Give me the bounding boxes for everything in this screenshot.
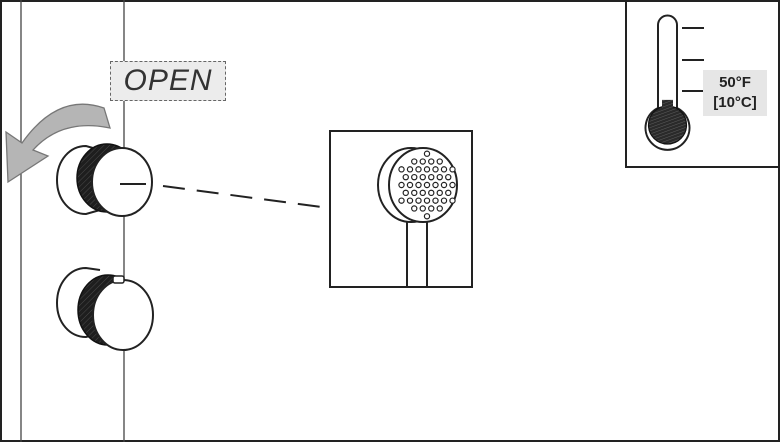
- nozzle-dot: [419, 205, 426, 212]
- nozzle-dot: [432, 181, 439, 189]
- nozzle-dot: [398, 181, 405, 189]
- nozzle-dot: [445, 189, 452, 197]
- nozzle-dot: [440, 197, 448, 204]
- nozzle-dot: [440, 181, 448, 189]
- nozzle-dot: [436, 205, 443, 212]
- nozzle-dot: [423, 166, 431, 173]
- nozzle-dot: [406, 166, 414, 173]
- hand-shower-icon: [377, 147, 458, 287]
- temperature-label: 50°F [10°C]: [703, 70, 767, 116]
- callout-leader-line: [162, 185, 330, 209]
- thermometer-icon: [644, 14, 704, 151]
- nozzle-dot: [402, 173, 409, 181]
- nozzle-dot: [423, 213, 431, 220]
- lower-knob[interactable]: [55, 266, 154, 351]
- nozzle-dot: [415, 181, 422, 189]
- nozzle-dot: [411, 158, 418, 165]
- temperature-celsius: [10°C]: [713, 94, 757, 111]
- upper-knob[interactable]: [55, 143, 153, 217]
- open-label: OPEN: [110, 61, 226, 101]
- nozzle-dot: [428, 189, 435, 197]
- nozzle-dot: [419, 158, 426, 165]
- nozzle-dot: [419, 189, 426, 197]
- nozzle-dot: [415, 166, 422, 173]
- nozzle-dot: [406, 197, 414, 204]
- nozzle-dot: [445, 173, 452, 181]
- nozzle-dot: [411, 205, 418, 212]
- nozzle-dot: [423, 150, 431, 157]
- nozzle-dot: [402, 189, 409, 197]
- thermometer-fill: [662, 99, 673, 121]
- nozzle-dot: [440, 166, 448, 173]
- nozzle-dot: [436, 173, 443, 181]
- nozzle-dot: [415, 197, 422, 204]
- nozzle-dot: [398, 166, 405, 173]
- nozzle-dot: [436, 158, 443, 165]
- nozzle-dot: [449, 197, 456, 204]
- nozzle-dot: [436, 189, 443, 197]
- nozzle-dot: [428, 158, 435, 165]
- nozzle-dot: [449, 181, 456, 189]
- spray-nozzles: [398, 150, 456, 220]
- nozzle-dot: [411, 173, 418, 181]
- nozzle-dot: [432, 166, 439, 173]
- nozzle-dot: [419, 173, 426, 181]
- nozzle-dot: [428, 205, 435, 212]
- counterclockwise-arrow-icon: [5, 103, 111, 184]
- temperature-fahrenheit: 50°F: [719, 74, 751, 91]
- nozzle-dot: [432, 197, 439, 204]
- knob-tab: [112, 275, 125, 284]
- nozzle-dot: [398, 197, 405, 204]
- nozzle-dot: [423, 181, 431, 189]
- nozzle-dot: [406, 181, 414, 189]
- nozzle-dot: [411, 189, 418, 197]
- nozzle-dot: [449, 166, 456, 173]
- nozzle-dot: [428, 173, 435, 181]
- nozzle-dot: [423, 197, 431, 204]
